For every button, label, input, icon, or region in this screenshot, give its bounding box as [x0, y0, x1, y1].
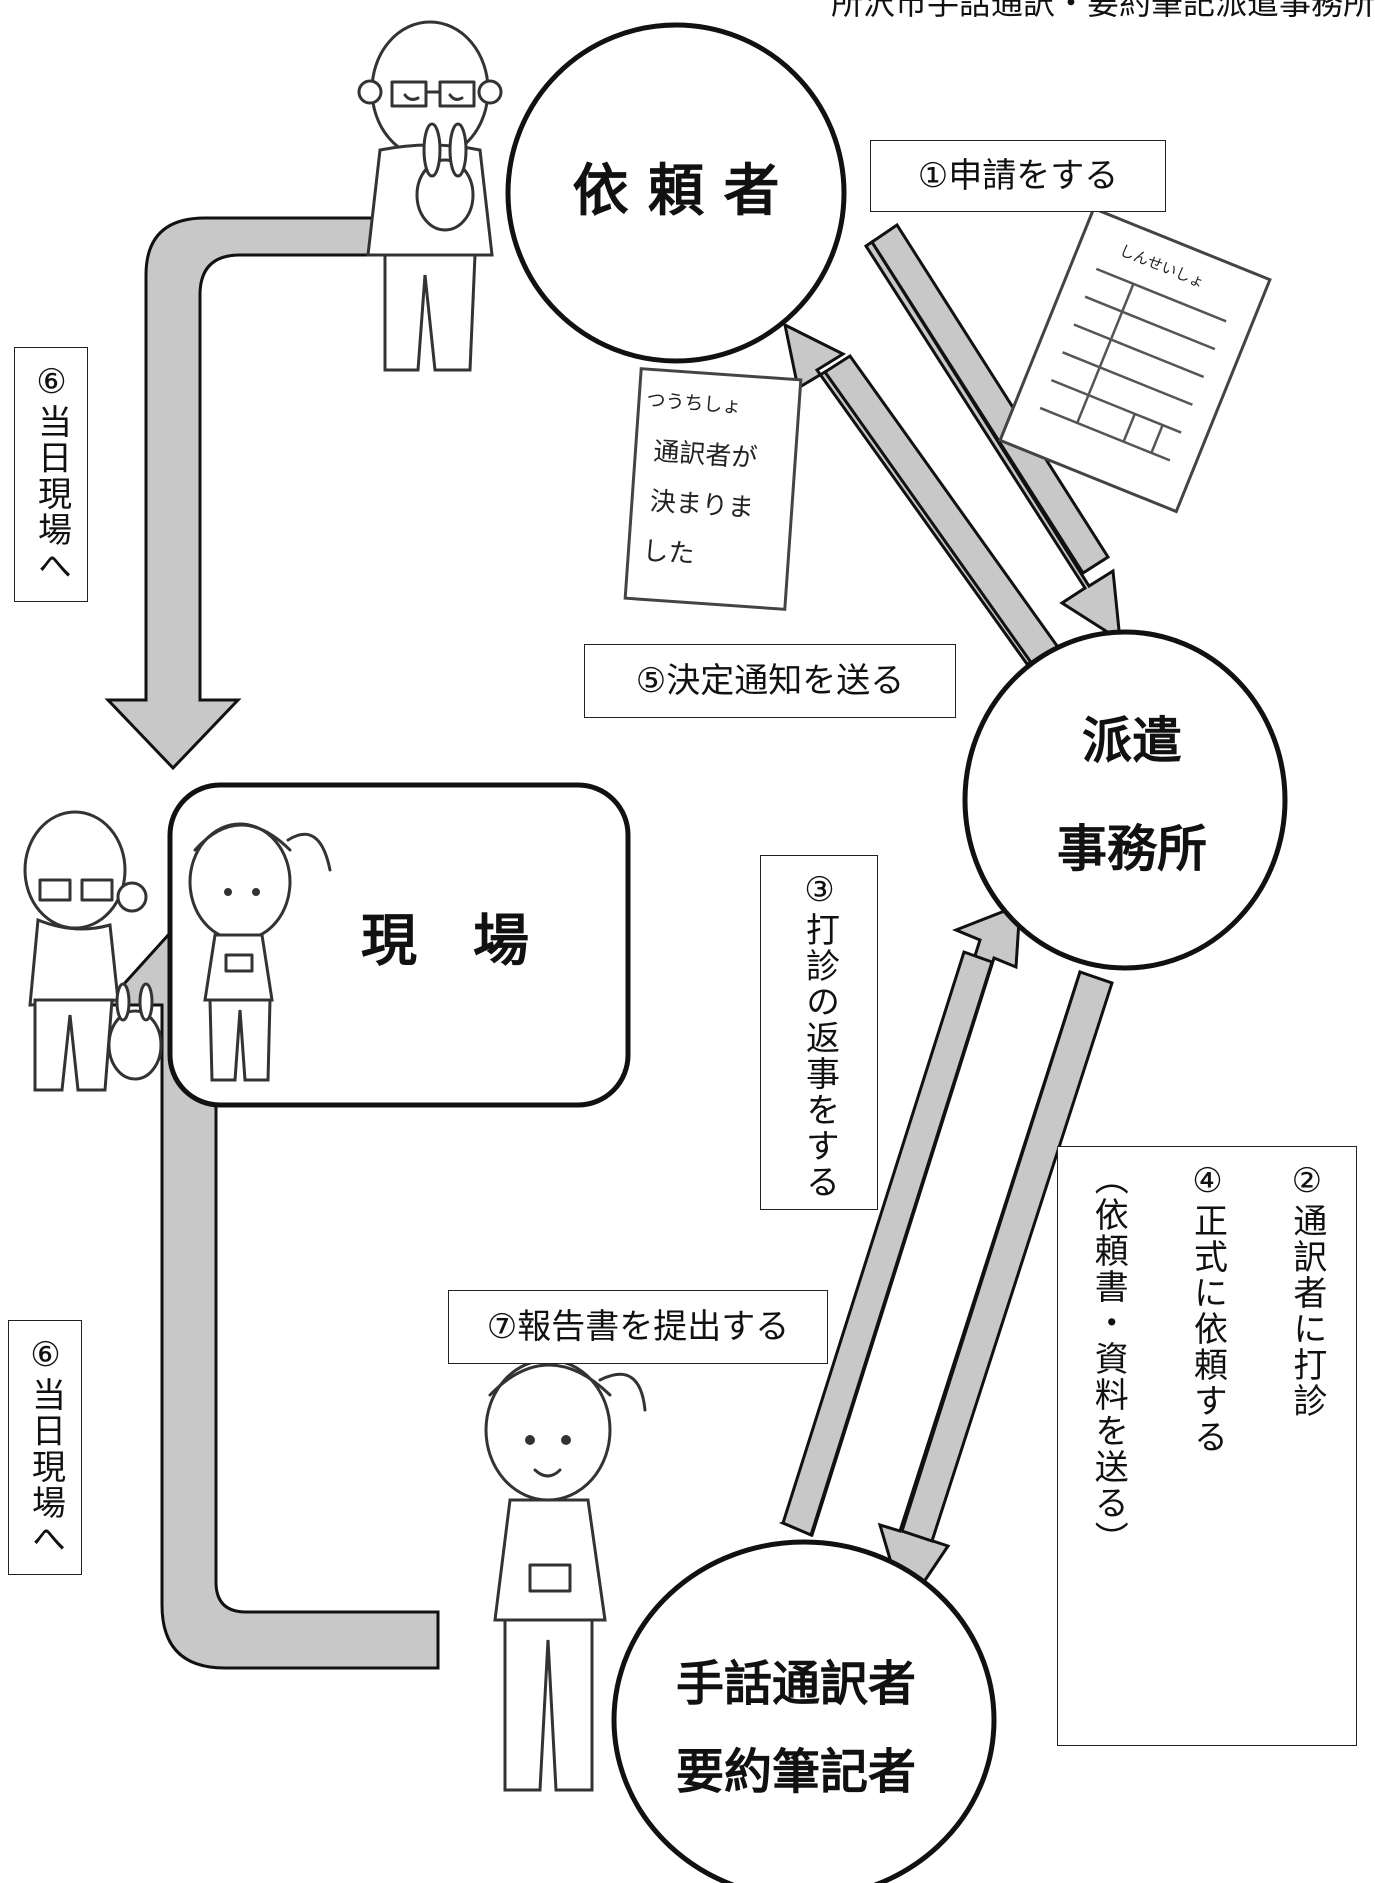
- step6-top-label: ⑥当日現場へ: [14, 347, 88, 602]
- interpreter-node: [611, 1539, 997, 1883]
- step6-top-text: ⑥当日現場へ: [31, 362, 72, 584]
- interpreter-label-line2: 要約筆記者: [676, 1744, 916, 1800]
- office-name-header: 所沢市手話通訳・要約筆記派遣事務所: [830, 0, 1375, 22]
- arrow-request-to-office: [863, 239, 1122, 643]
- step2-step4-label: ②通訳者に打診 ④正式に依頼する （依頼書・資料を送る）: [1057, 1146, 1357, 1746]
- step7-label: ⑦報告書を提出する: [448, 1290, 828, 1364]
- office-node: [962, 629, 1288, 971]
- step3-text: ③打診の返事をする: [799, 870, 840, 1200]
- step4-sub-text: （依頼書・資料を送る）: [1088, 1161, 1129, 1557]
- step4-text: ④正式に依頼する: [1187, 1161, 1228, 1455]
- step2-text: ②通訳者に打診: [1286, 1161, 1327, 1419]
- step1-label: ①申請をする: [870, 140, 1166, 212]
- requester-label: 依 頼 者: [573, 159, 780, 224]
- arrow-office-to-interpreter-body: [900, 970, 1114, 1543]
- requester-at-site-illustration: [23, 810, 163, 1092]
- arrow-interpreter-to-site: [101, 909, 440, 1670]
- notice-line-2: 通訳者が: [652, 437, 758, 474]
- office-label-line1: 派遣: [1082, 712, 1182, 770]
- step6-bottom-text: ⑥当日現場へ: [25, 1335, 66, 1557]
- arrow-interpreter-to-office-body: [781, 950, 994, 1538]
- requester-illustration: [357, 20, 503, 372]
- interpreter-at-site-illustration: [188, 822, 332, 1082]
- step5-label: ⑤決定通知を送る: [584, 644, 956, 718]
- office-label-line2: 事務所: [1057, 820, 1207, 878]
- decision-notice-paper: つうちしょ 通訳者が 決まりま した: [623, 367, 803, 611]
- site-label: 現 場: [361, 909, 529, 974]
- interpreter-illustration: [484, 1358, 647, 1792]
- step3-label: ③打診の返事をする: [760, 855, 878, 1210]
- step6-bottom-label: ⑥当日現場へ: [8, 1320, 82, 1575]
- application-form-paper: しんせいしょ: [998, 206, 1272, 514]
- notice-line-4: した: [641, 536, 695, 570]
- arrow-requester-to-site: [104, 216, 374, 771]
- arrow-request-to-office-body: [869, 222, 1111, 576]
- requester-node: [505, 22, 847, 364]
- notice-line-3: 決まりま: [649, 487, 755, 524]
- interpreter-label-line1: 手話通訳者: [676, 1656, 916, 1712]
